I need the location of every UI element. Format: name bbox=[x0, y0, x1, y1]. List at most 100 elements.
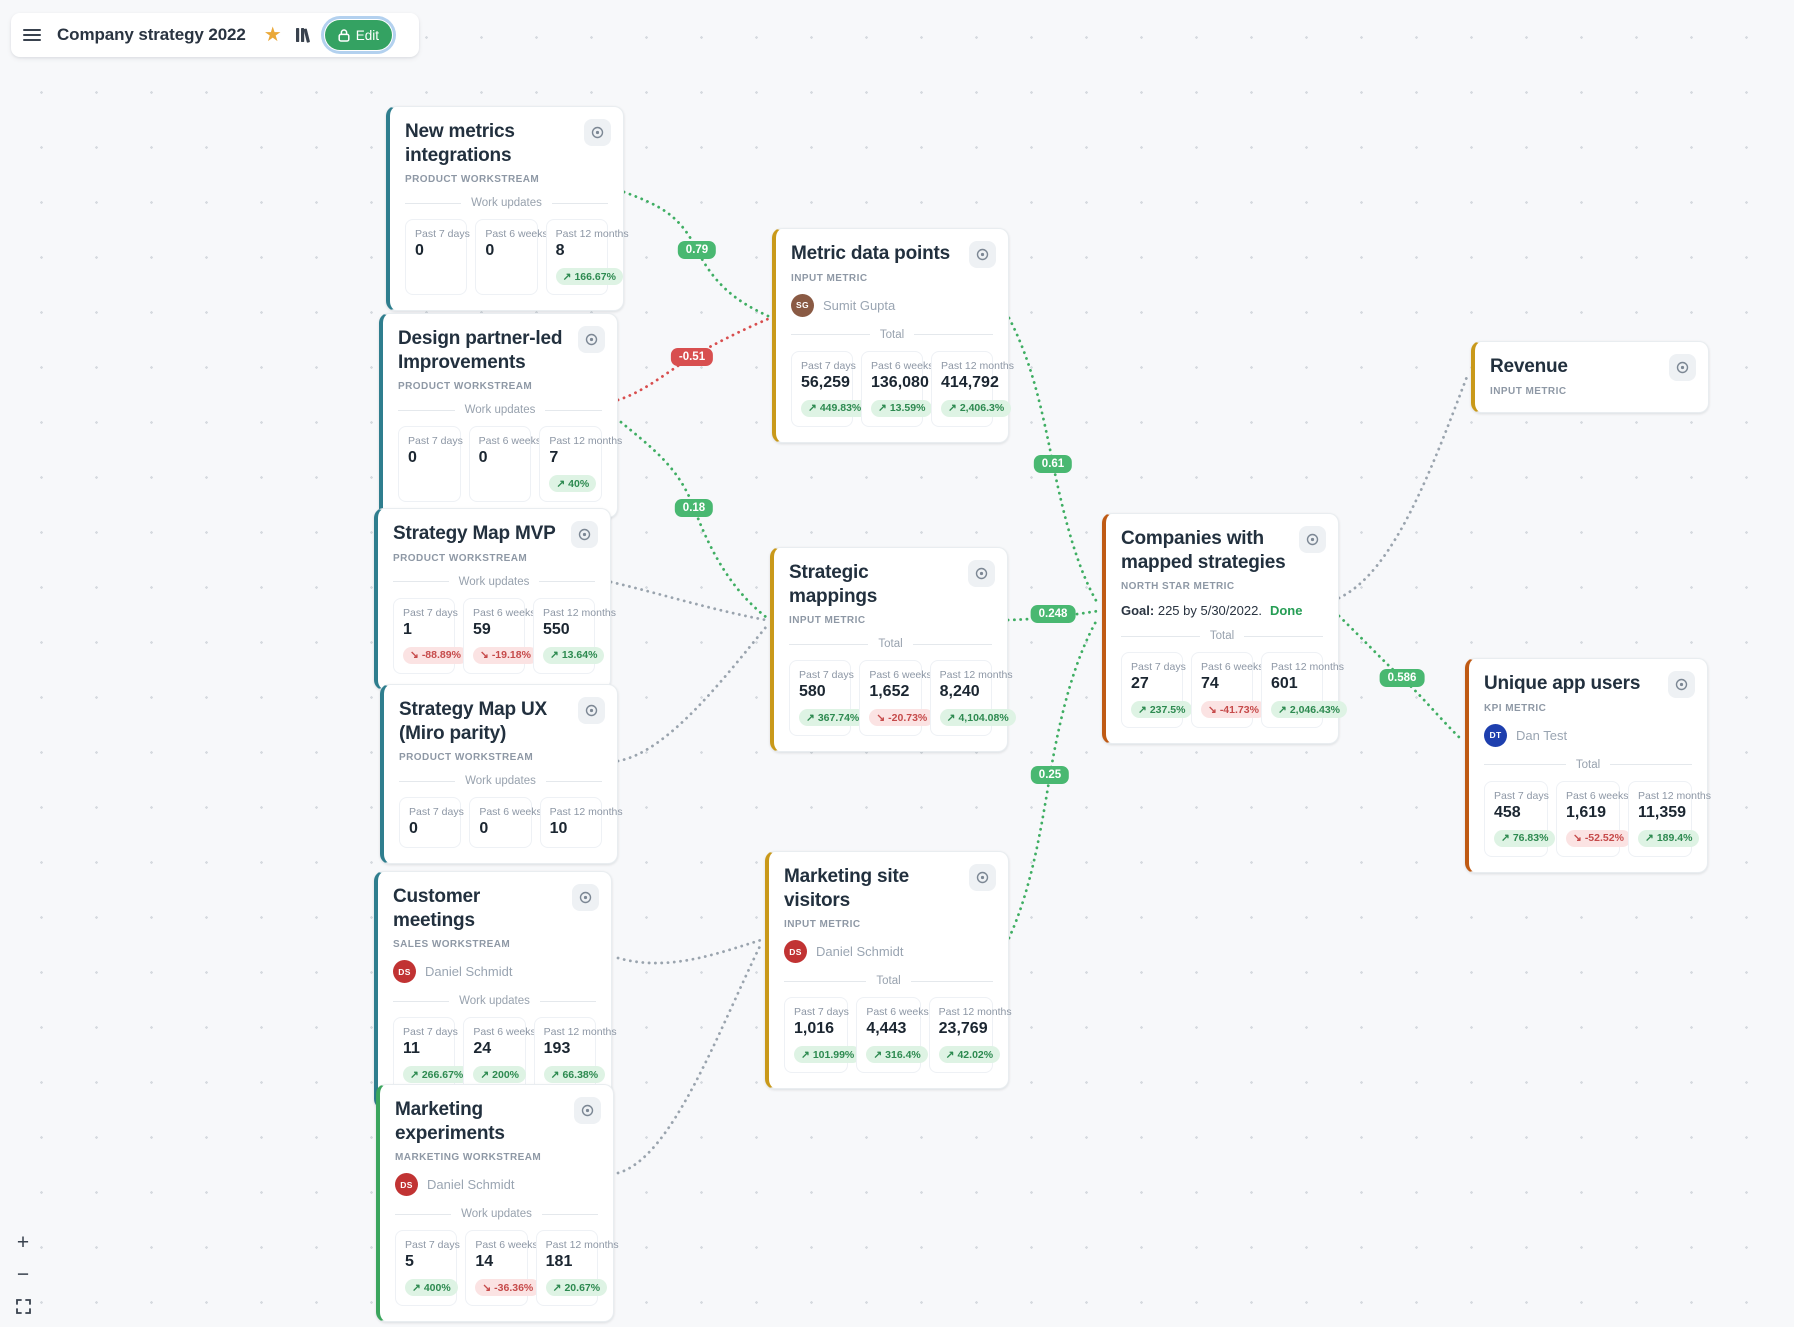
fullscreen-button[interactable] bbox=[12, 1295, 34, 1317]
card-settings-button[interactable] bbox=[968, 560, 995, 587]
trend-up-icon: ↗ bbox=[412, 1281, 421, 1294]
card-settings-button[interactable] bbox=[969, 864, 996, 891]
favorite-star-icon[interactable]: ★ bbox=[263, 24, 282, 46]
goal-status-link[interactable]: Done bbox=[1269, 603, 1303, 619]
zoom-out-button[interactable]: − bbox=[12, 1263, 34, 1285]
divider-line bbox=[541, 1213, 598, 1215]
card-settings-button[interactable] bbox=[1299, 526, 1326, 553]
trend-up-icon: ↗ bbox=[410, 1068, 419, 1081]
card-settings-button[interactable] bbox=[1668, 671, 1695, 698]
settings-icon bbox=[585, 333, 598, 346]
card-settings-button[interactable] bbox=[572, 884, 599, 911]
divider-line bbox=[539, 581, 595, 583]
edit-button[interactable]: Edit bbox=[324, 20, 392, 50]
metric-period-label: Past 7 days bbox=[405, 1239, 460, 1252]
card-settings-button[interactable] bbox=[578, 326, 605, 353]
metric-delta-badge: ↗316.4% bbox=[866, 1046, 928, 1064]
correlation-badge[interactable]: 0.79 bbox=[677, 241, 717, 259]
card-settings-button[interactable] bbox=[1669, 354, 1696, 381]
metric-delta-badge: ↗20.67% bbox=[545, 1279, 608, 1297]
metric-period-label: Past 7 days bbox=[799, 669, 854, 682]
metric-delta-badge: ↘-41.73% bbox=[1201, 701, 1266, 719]
card-settings-button[interactable] bbox=[969, 241, 996, 268]
section-label: Total bbox=[1575, 758, 1601, 771]
trend-down-icon: ↘ bbox=[482, 1281, 492, 1294]
correlation-badge[interactable]: 0.248 bbox=[1030, 605, 1076, 623]
section-label: Work updates bbox=[461, 1208, 532, 1221]
metric-period-label: Past 7 days bbox=[801, 359, 856, 372]
metric-delta-badge: ↗237.5% bbox=[1131, 701, 1193, 719]
correlation-badge[interactable]: 0.18 bbox=[674, 499, 714, 517]
metric-delta-value: 13.59% bbox=[889, 402, 926, 415]
divider-line bbox=[398, 409, 455, 411]
correlation-badge[interactable]: 0.25 bbox=[1030, 766, 1070, 784]
owner-name: Daniel Schmidt bbox=[816, 944, 904, 960]
trend-up-icon: ↗ bbox=[878, 402, 887, 415]
section-divider: Work updates bbox=[393, 576, 595, 588]
zoom-in-button[interactable]: + bbox=[12, 1231, 34, 1253]
correlation-badge[interactable]: 0.61 bbox=[1033, 455, 1073, 473]
section-divider: Work updates bbox=[405, 197, 608, 209]
card-type-label: PRODUCT WORKSTREAM bbox=[398, 381, 533, 393]
section-label: Total bbox=[876, 975, 901, 988]
menu-button[interactable] bbox=[23, 28, 41, 42]
metric-delta-value: 2,406.3% bbox=[959, 402, 1005, 415]
goal-label: Goal: bbox=[1121, 603, 1155, 619]
metric-delta-badge: ↗13.59% bbox=[871, 399, 933, 417]
card-settings-button[interactable] bbox=[571, 521, 598, 548]
correlation-badge[interactable]: -0.51 bbox=[670, 348, 714, 366]
metric-delta-value: 400% bbox=[423, 1281, 451, 1294]
avatar: DT bbox=[1484, 723, 1507, 747]
card-settings-button[interactable] bbox=[584, 119, 611, 146]
card-settings-button[interactable] bbox=[574, 1097, 601, 1124]
metric-delta-value: -19.18% bbox=[491, 649, 531, 662]
card-settings-button[interactable] bbox=[578, 697, 605, 724]
trend-down-icon: ↘ bbox=[480, 649, 489, 662]
metric-delta-value: 166.67% bbox=[574, 270, 616, 283]
section-divider: Work updates bbox=[399, 775, 602, 787]
metric-value: 56,259 bbox=[801, 373, 850, 391]
library-button[interactable] bbox=[295, 27, 312, 43]
goal-text: 225 by 5/30/2022. bbox=[1154, 603, 1262, 619]
card-type-label: INPUT METRIC bbox=[791, 272, 868, 284]
metric-delta-badge: ↗266.67% bbox=[403, 1066, 471, 1084]
connection-line bbox=[616, 625, 768, 763]
metric-delta-badge: ↗13.64% bbox=[543, 646, 605, 664]
correlation-badge[interactable]: 0.586 bbox=[1379, 669, 1425, 687]
connection-line bbox=[1337, 372, 1470, 600]
card-type-label: INPUT METRIC bbox=[784, 919, 861, 931]
section-label: Total bbox=[879, 328, 905, 341]
card-strategy-map-ux[interactable]: Strategy Map UX (Miro parity)PRODUCT WOR… bbox=[380, 684, 623, 865]
metric-period-label: Past 6 weeks bbox=[475, 1239, 538, 1252]
card-type-label: SALES WORKSTREAM bbox=[393, 939, 511, 951]
divider-line bbox=[1121, 635, 1200, 637]
card-title: Strategy Map MVP bbox=[393, 523, 556, 544]
